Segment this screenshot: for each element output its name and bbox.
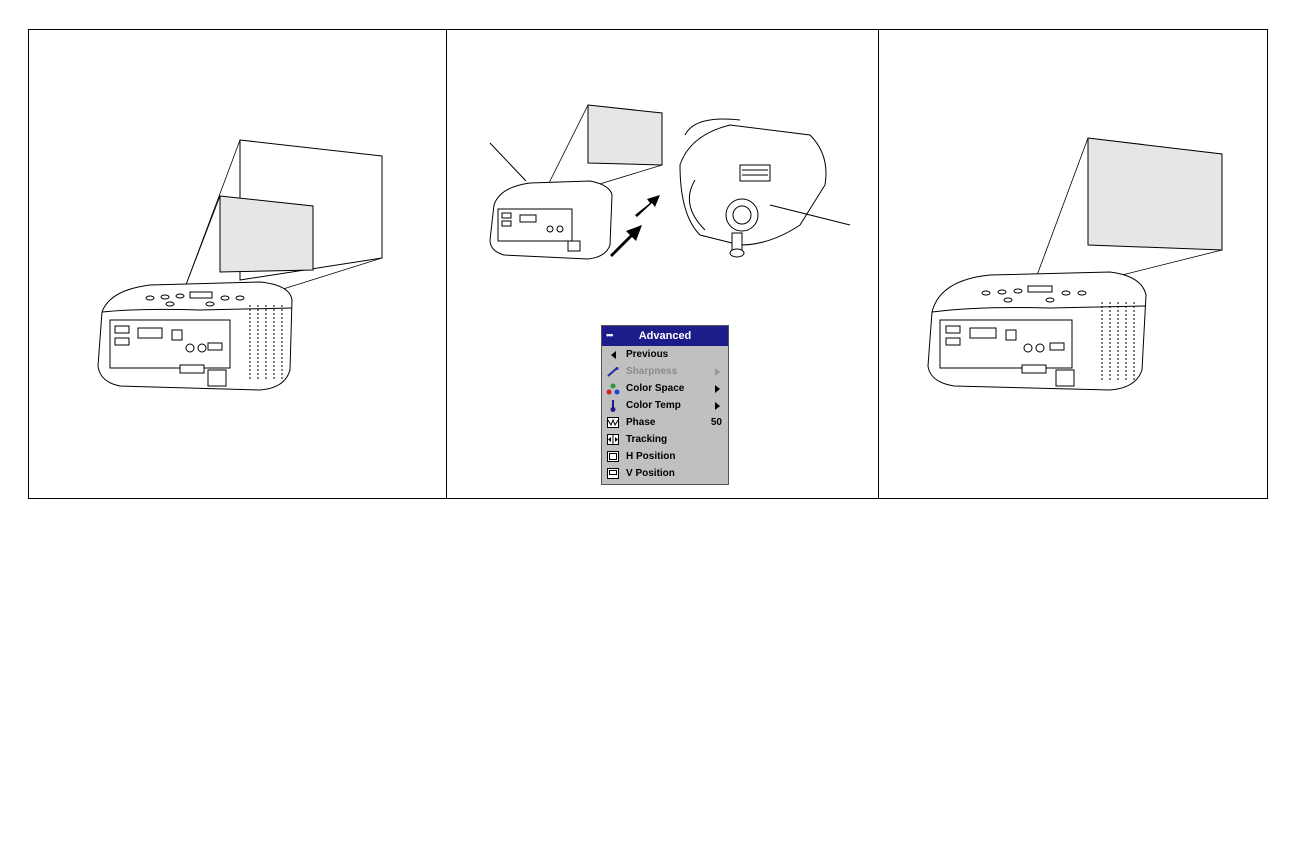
keystone-projection-illustration bbox=[80, 130, 400, 410]
hands-adjusting-projector bbox=[680, 119, 850, 257]
menu-item-v-position[interactable]: V Position bbox=[602, 465, 728, 482]
submenu-arrow-icon bbox=[715, 368, 720, 376]
thermometer-icon bbox=[606, 400, 620, 412]
sharpness-icon bbox=[606, 366, 620, 378]
left-arrow-icon bbox=[606, 349, 620, 361]
h-position-icon bbox=[606, 451, 620, 463]
projector-body bbox=[98, 282, 292, 390]
focus-adjust-illustration bbox=[480, 95, 860, 275]
double-arrow-icon bbox=[610, 195, 660, 257]
menu-item-color-space[interactable]: Color Space bbox=[602, 380, 728, 397]
tracking-icon bbox=[606, 434, 620, 446]
menu-title-bar: ••• Advanced bbox=[602, 326, 728, 346]
phase-value: 50 bbox=[704, 417, 728, 428]
menu-dots-icon: ••• bbox=[606, 330, 612, 340]
submenu-arrow-icon bbox=[715, 385, 720, 393]
projector-small bbox=[490, 181, 612, 259]
submenu-arrow-icon bbox=[715, 402, 720, 410]
menu-item-previous[interactable]: Previous bbox=[602, 346, 728, 363]
menu-item-color-temp[interactable]: Color Temp bbox=[602, 397, 728, 414]
phase-icon bbox=[606, 417, 620, 429]
panel-divider-1 bbox=[446, 30, 447, 498]
projector-body-right bbox=[928, 272, 1146, 390]
menu-title: Advanced bbox=[639, 330, 692, 342]
v-position-icon bbox=[606, 468, 620, 480]
color-space-icon bbox=[606, 383, 620, 395]
menu-item-h-position[interactable]: H Position bbox=[602, 448, 728, 465]
menu-item-sharpness[interactable]: Sharpness bbox=[602, 363, 728, 380]
corrected-projection-illustration bbox=[910, 130, 1240, 410]
menu-item-tracking[interactable]: Tracking bbox=[602, 431, 728, 448]
menu-item-phase[interactable]: Phase 50 bbox=[602, 414, 728, 431]
advanced-menu: ••• Advanced Previous Sharpness Color Sp… bbox=[601, 325, 729, 485]
panel-divider-2 bbox=[878, 30, 879, 498]
